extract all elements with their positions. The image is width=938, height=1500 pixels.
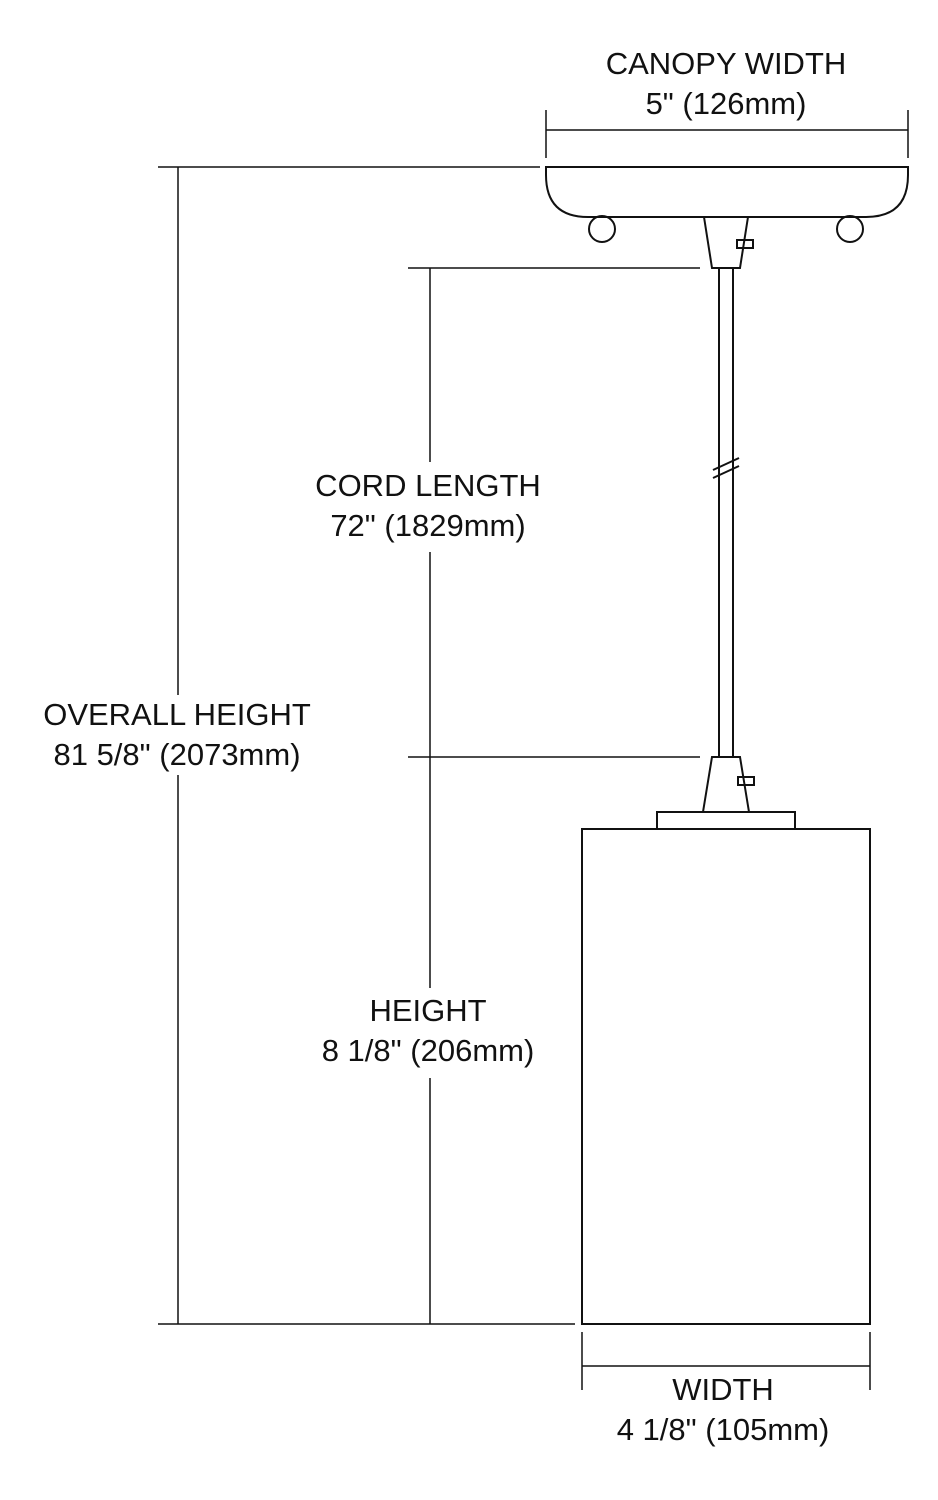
width-value: 4 1/8" (105mm) — [616, 1412, 830, 1447]
width-title: WIDTH — [672, 1372, 774, 1407]
canopy — [545, 166, 909, 218]
overall-height-value: 81 5/8" (2073mm) — [53, 737, 301, 772]
cord-grip-top — [736, 239, 754, 249]
canopy-knob-left — [588, 215, 616, 243]
cord-length-label: CORD LENGTH 72" (1829mm) — [315, 466, 541, 546]
canopy-width-value: 5" (126mm) — [645, 86, 807, 121]
cord-length-title: CORD LENGTH — [315, 468, 541, 503]
canopy-knob-right — [836, 215, 864, 243]
height-title: HEIGHT — [369, 993, 487, 1028]
width-label: WIDTH 4 1/8" (105mm) — [617, 1370, 830, 1450]
canopy-width-label: CANOPY WIDTH 5" (126mm) — [606, 44, 847, 124]
cord-length-value: 72" (1829mm) — [330, 508, 526, 543]
cord-grip-bottom — [737, 776, 755, 786]
shade — [581, 828, 871, 1325]
socket-plate — [656, 811, 796, 830]
cord-break-1 — [712, 457, 740, 471]
canopy-stem — [703, 216, 749, 269]
height-value: 8 1/8" (206mm) — [321, 1033, 535, 1068]
canopy-width-title: CANOPY WIDTH — [605, 46, 847, 81]
height-label: HEIGHT 8 1/8" (206mm) — [322, 991, 535, 1071]
cord-break-2 — [712, 465, 740, 479]
overall-height-title: OVERALL HEIGHT — [43, 697, 311, 732]
overall-height-label: OVERALL HEIGHT 81 5/8" (2073mm) — [43, 695, 311, 775]
